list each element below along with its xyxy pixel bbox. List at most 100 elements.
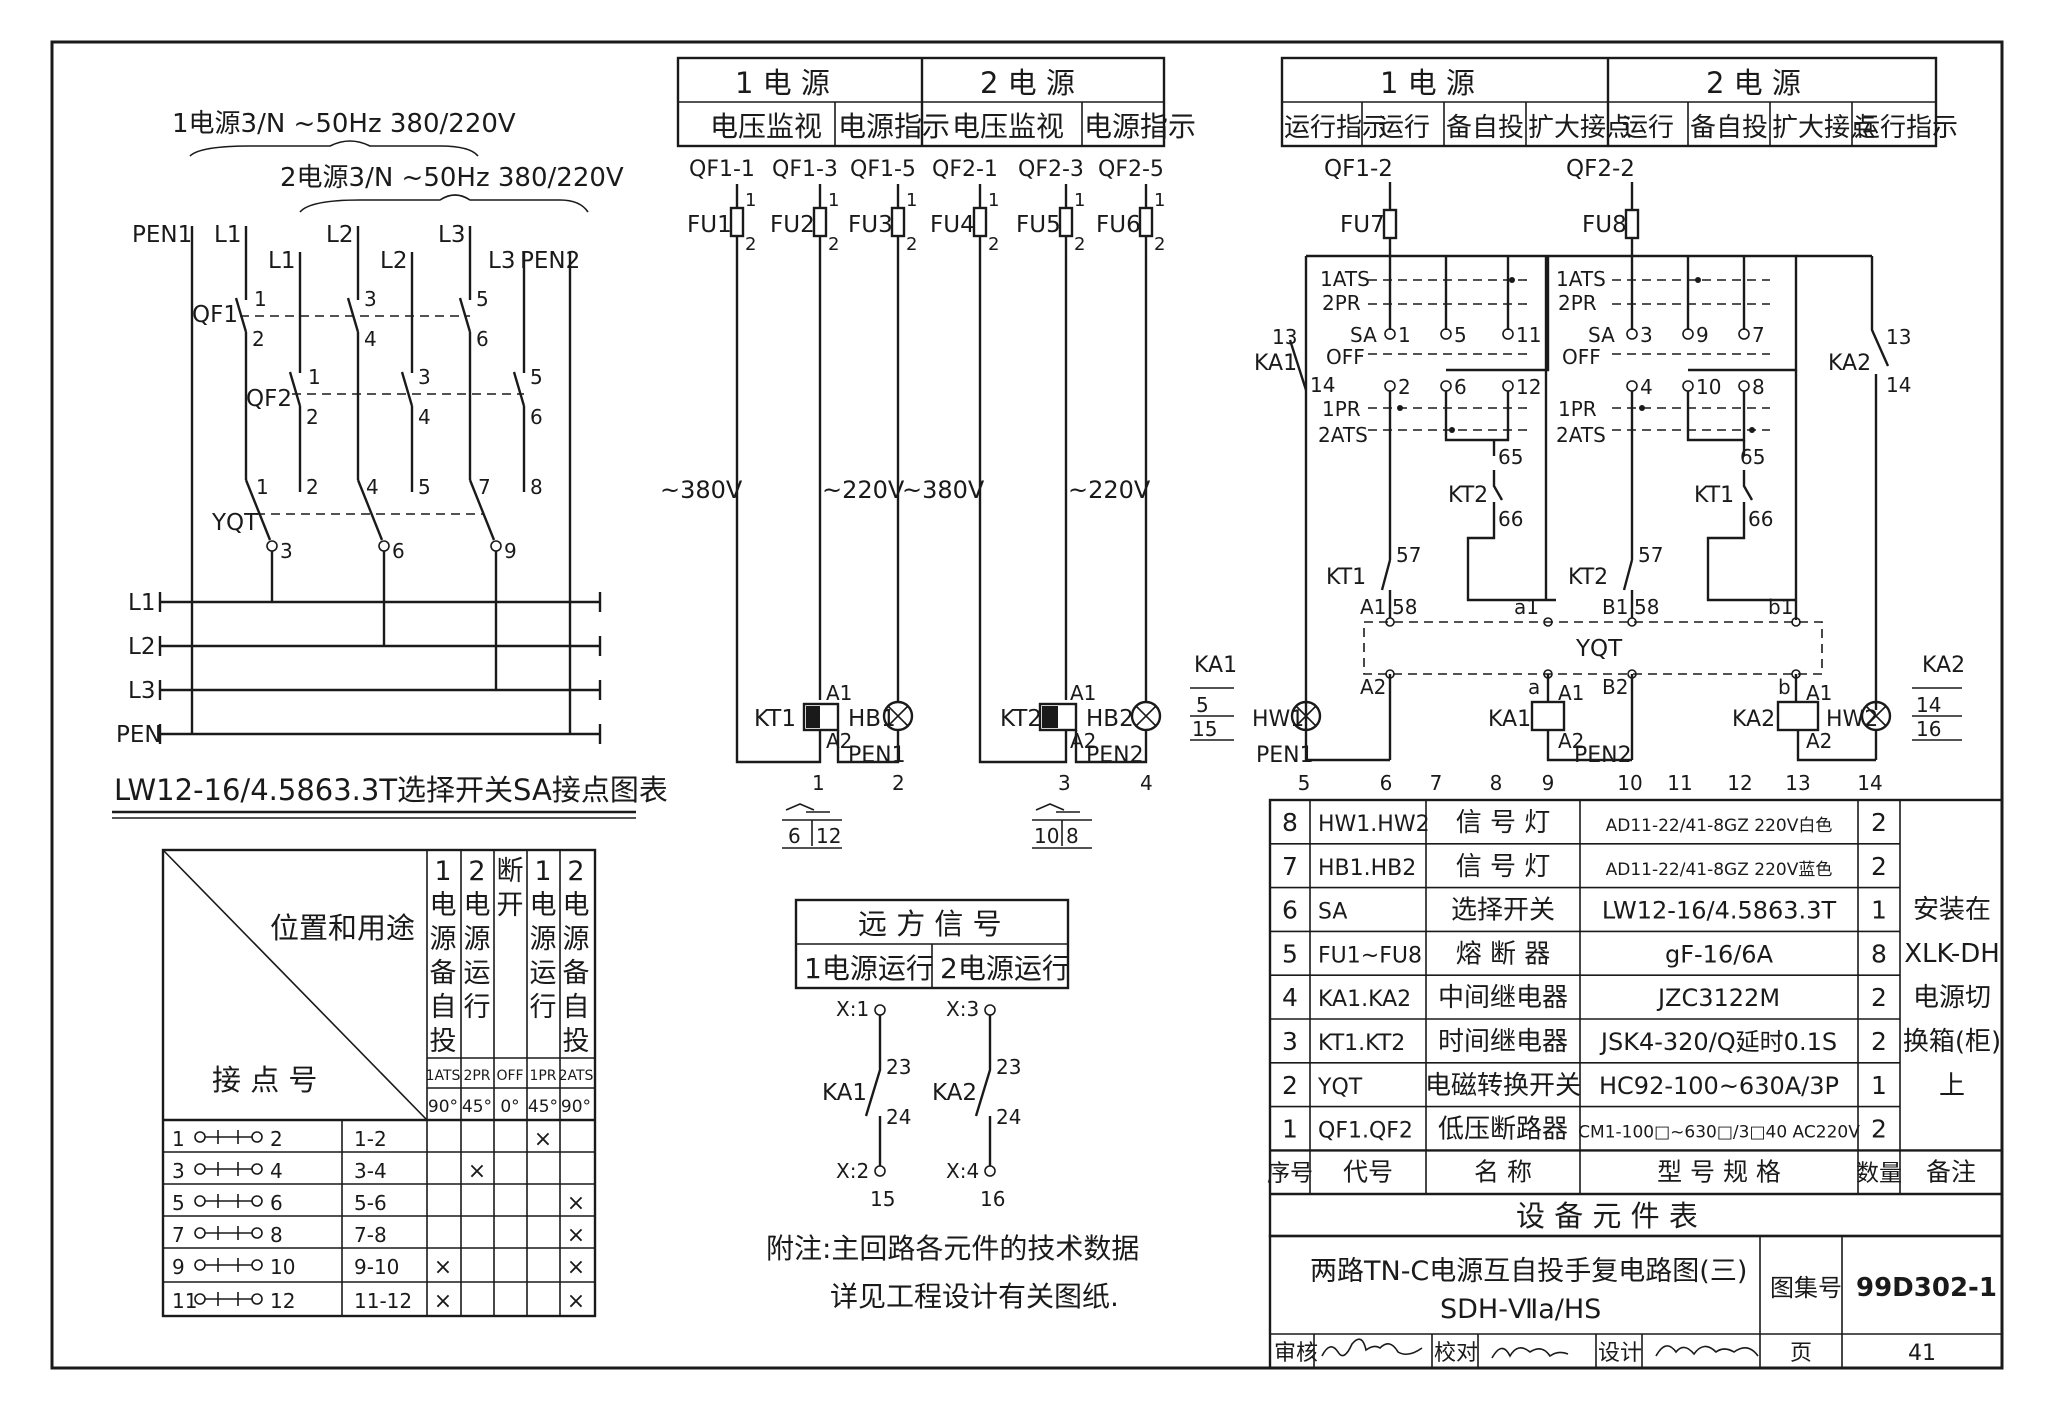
n24: 24 bbox=[886, 1105, 911, 1129]
sa-mark: × bbox=[534, 1127, 552, 1152]
sa-col-use-char: 自 bbox=[430, 992, 457, 1023]
x2-label: X:2 bbox=[836, 1159, 869, 1183]
ka2-coil bbox=[1776, 700, 1820, 732]
control-bottom-number: 13 bbox=[1785, 771, 1810, 795]
monitor-sub-1: 电源指示 bbox=[838, 110, 950, 143]
qf1-term: 5 bbox=[476, 287, 489, 311]
monitor-qf-label: QF2-5 bbox=[1098, 157, 1164, 182]
sa-column-heads: 1电源备自投1ATS90°2电源运行2PR45°断开OFF0°1电源运行1PR4… bbox=[426, 856, 594, 1117]
sa-col-angle: 45° bbox=[528, 1097, 558, 1117]
sa-col-code: 2ATS bbox=[559, 1068, 594, 1084]
equip-remark-line: XLK-DH bbox=[1904, 939, 2000, 969]
equip-name: 电磁转换开关 bbox=[1425, 1071, 1581, 1101]
monitor-fu-label: FU1 bbox=[687, 212, 732, 238]
sa2-sa: SA bbox=[1588, 323, 1615, 347]
sa-row-pair: 9-10 bbox=[354, 1255, 399, 1279]
equip-model: LW12-16/4.5863.3T bbox=[1602, 897, 1837, 925]
fuse-icon bbox=[729, 206, 745, 238]
sa-contact-icon bbox=[194, 1259, 206, 1271]
sa-row-b: 12 bbox=[270, 1289, 295, 1313]
control-sub-2: 备自投 bbox=[1446, 113, 1524, 143]
yqt-out: 3 bbox=[280, 539, 293, 563]
n15: 15 bbox=[870, 1187, 895, 1211]
remote-col-1: 1电源运行 bbox=[804, 952, 934, 985]
sa1-b: 2 bbox=[1398, 375, 1411, 399]
kt2-65: 65 bbox=[1498, 445, 1523, 469]
control-bottom-number: 5 bbox=[1298, 771, 1311, 795]
fuse-term: 2 bbox=[1154, 234, 1165, 255]
kt2-ref: 8 bbox=[1066, 824, 1079, 848]
monitor-qf-label: QF2-3 bbox=[1018, 157, 1084, 182]
sa-row-pair: 5-6 bbox=[354, 1191, 387, 1215]
yqt-term: 4 bbox=[366, 475, 379, 499]
review-label: 审核 bbox=[1274, 1341, 1318, 1366]
sa-mark: × bbox=[434, 1255, 452, 1280]
sa1-ats1: 1ATS bbox=[1320, 267, 1370, 291]
x4-label: X:4 bbox=[946, 1159, 979, 1183]
pen1-label: PEN1 bbox=[132, 222, 192, 248]
equip-remark-line: 上 bbox=[1939, 1071, 1965, 1101]
monitor-fu-label: FU2 bbox=[770, 212, 815, 238]
sa-col-code: 2PR bbox=[463, 1068, 490, 1084]
sa-row-a: 5 bbox=[172, 1191, 185, 1215]
hw1-label: HW1 bbox=[1252, 707, 1304, 732]
qf1-label: QF1 bbox=[192, 302, 238, 328]
v380-label-1: ~380V bbox=[660, 476, 743, 504]
ka1-a1: A1 bbox=[1558, 681, 1584, 705]
equip-qty: 2 bbox=[1871, 1115, 1887, 1144]
sa1-pr1: 1PR bbox=[1322, 397, 1361, 421]
sa2-t: 3 bbox=[1640, 323, 1653, 347]
equip-code: HW1.HW2 bbox=[1318, 812, 1430, 837]
monitor-fu-label: FU3 bbox=[848, 212, 893, 238]
monitor-head-2: 2 电 源 bbox=[980, 66, 1075, 100]
bus-l1-label: L1 bbox=[128, 590, 155, 616]
sa2-pr2: 2PR bbox=[1558, 291, 1597, 315]
n23: 23 bbox=[996, 1055, 1021, 1079]
fuse-term: 2 bbox=[828, 234, 839, 255]
qf1-term: 4 bbox=[364, 327, 377, 351]
sa-col-use-char: 运 bbox=[464, 958, 491, 989]
ka2-14: 14 bbox=[1886, 373, 1911, 397]
title-block: 两路TN-C电源互自投手复电路图(三) SDH-Ⅶa/HS 图集号 99D302… bbox=[1268, 1234, 2004, 1370]
qf2-label: QF2 bbox=[246, 386, 292, 412]
sa-col-angle: 90° bbox=[428, 1097, 458, 1117]
sa-row-b: 6 bbox=[270, 1191, 283, 1215]
fuse-term: 1 bbox=[906, 190, 917, 211]
hb2-label: HB2 bbox=[1086, 706, 1134, 732]
kt2-a1: A1 bbox=[1070, 681, 1096, 705]
sa-diag-top: 位置和用途 bbox=[270, 911, 415, 945]
equip-no: 5 bbox=[1282, 939, 1298, 968]
equip-name: 时间继电器 bbox=[1438, 1027, 1568, 1057]
control-bottom-number: 11 bbox=[1667, 771, 1692, 795]
equip-remark-line: 电源切 bbox=[1913, 983, 1991, 1013]
equip-model: AD11-22/41-8GZ 220V蓝色 bbox=[1606, 860, 1833, 880]
sa-contact-icon bbox=[194, 1163, 206, 1175]
sa-col-use-char: 行 bbox=[530, 992, 557, 1023]
monitor-qf-label: QF1-1 bbox=[689, 157, 755, 182]
pen1-monitor: PEN1 bbox=[848, 743, 906, 768]
sa1-pr2: 2PR bbox=[1322, 291, 1361, 315]
monitor-num: 3 bbox=[1058, 771, 1071, 795]
l1-label: L1 bbox=[214, 222, 241, 248]
qf2-term: 3 bbox=[418, 365, 431, 389]
monitor-num: 1 bbox=[812, 771, 825, 795]
equipment-caption: 设 备 元 件 表 bbox=[1516, 1199, 1698, 1233]
sa1-b: 6 bbox=[1454, 375, 1467, 399]
pen2-ctrl: PEN2 bbox=[1574, 743, 1632, 768]
qf1-term: 3 bbox=[364, 287, 377, 311]
control-bottom-number: 14 bbox=[1857, 771, 1882, 795]
sa-col-use-char: 电 bbox=[464, 890, 491, 921]
sheet-frame bbox=[50, 40, 2004, 1370]
ka2-remote: KA2 bbox=[932, 1080, 977, 1106]
sa-contact-table: LW12-16/4.5863.3T选择开关SA接点图表 位置和用途 接 点 号 … bbox=[112, 773, 668, 1318]
check-signature bbox=[1491, 1347, 1569, 1359]
equip-qty: 1 bbox=[1871, 896, 1887, 925]
atlas-label: 图集号 bbox=[1770, 1274, 1842, 1302]
kt1-a1: A1 bbox=[826, 681, 852, 705]
l2b-label: L2 bbox=[380, 248, 407, 274]
sa1-t: 5 bbox=[1454, 323, 1467, 347]
equip-no: 2 bbox=[1282, 1071, 1298, 1100]
ka1-ref: 15 bbox=[1192, 717, 1217, 741]
equip-qty: 8 bbox=[1871, 939, 1887, 968]
